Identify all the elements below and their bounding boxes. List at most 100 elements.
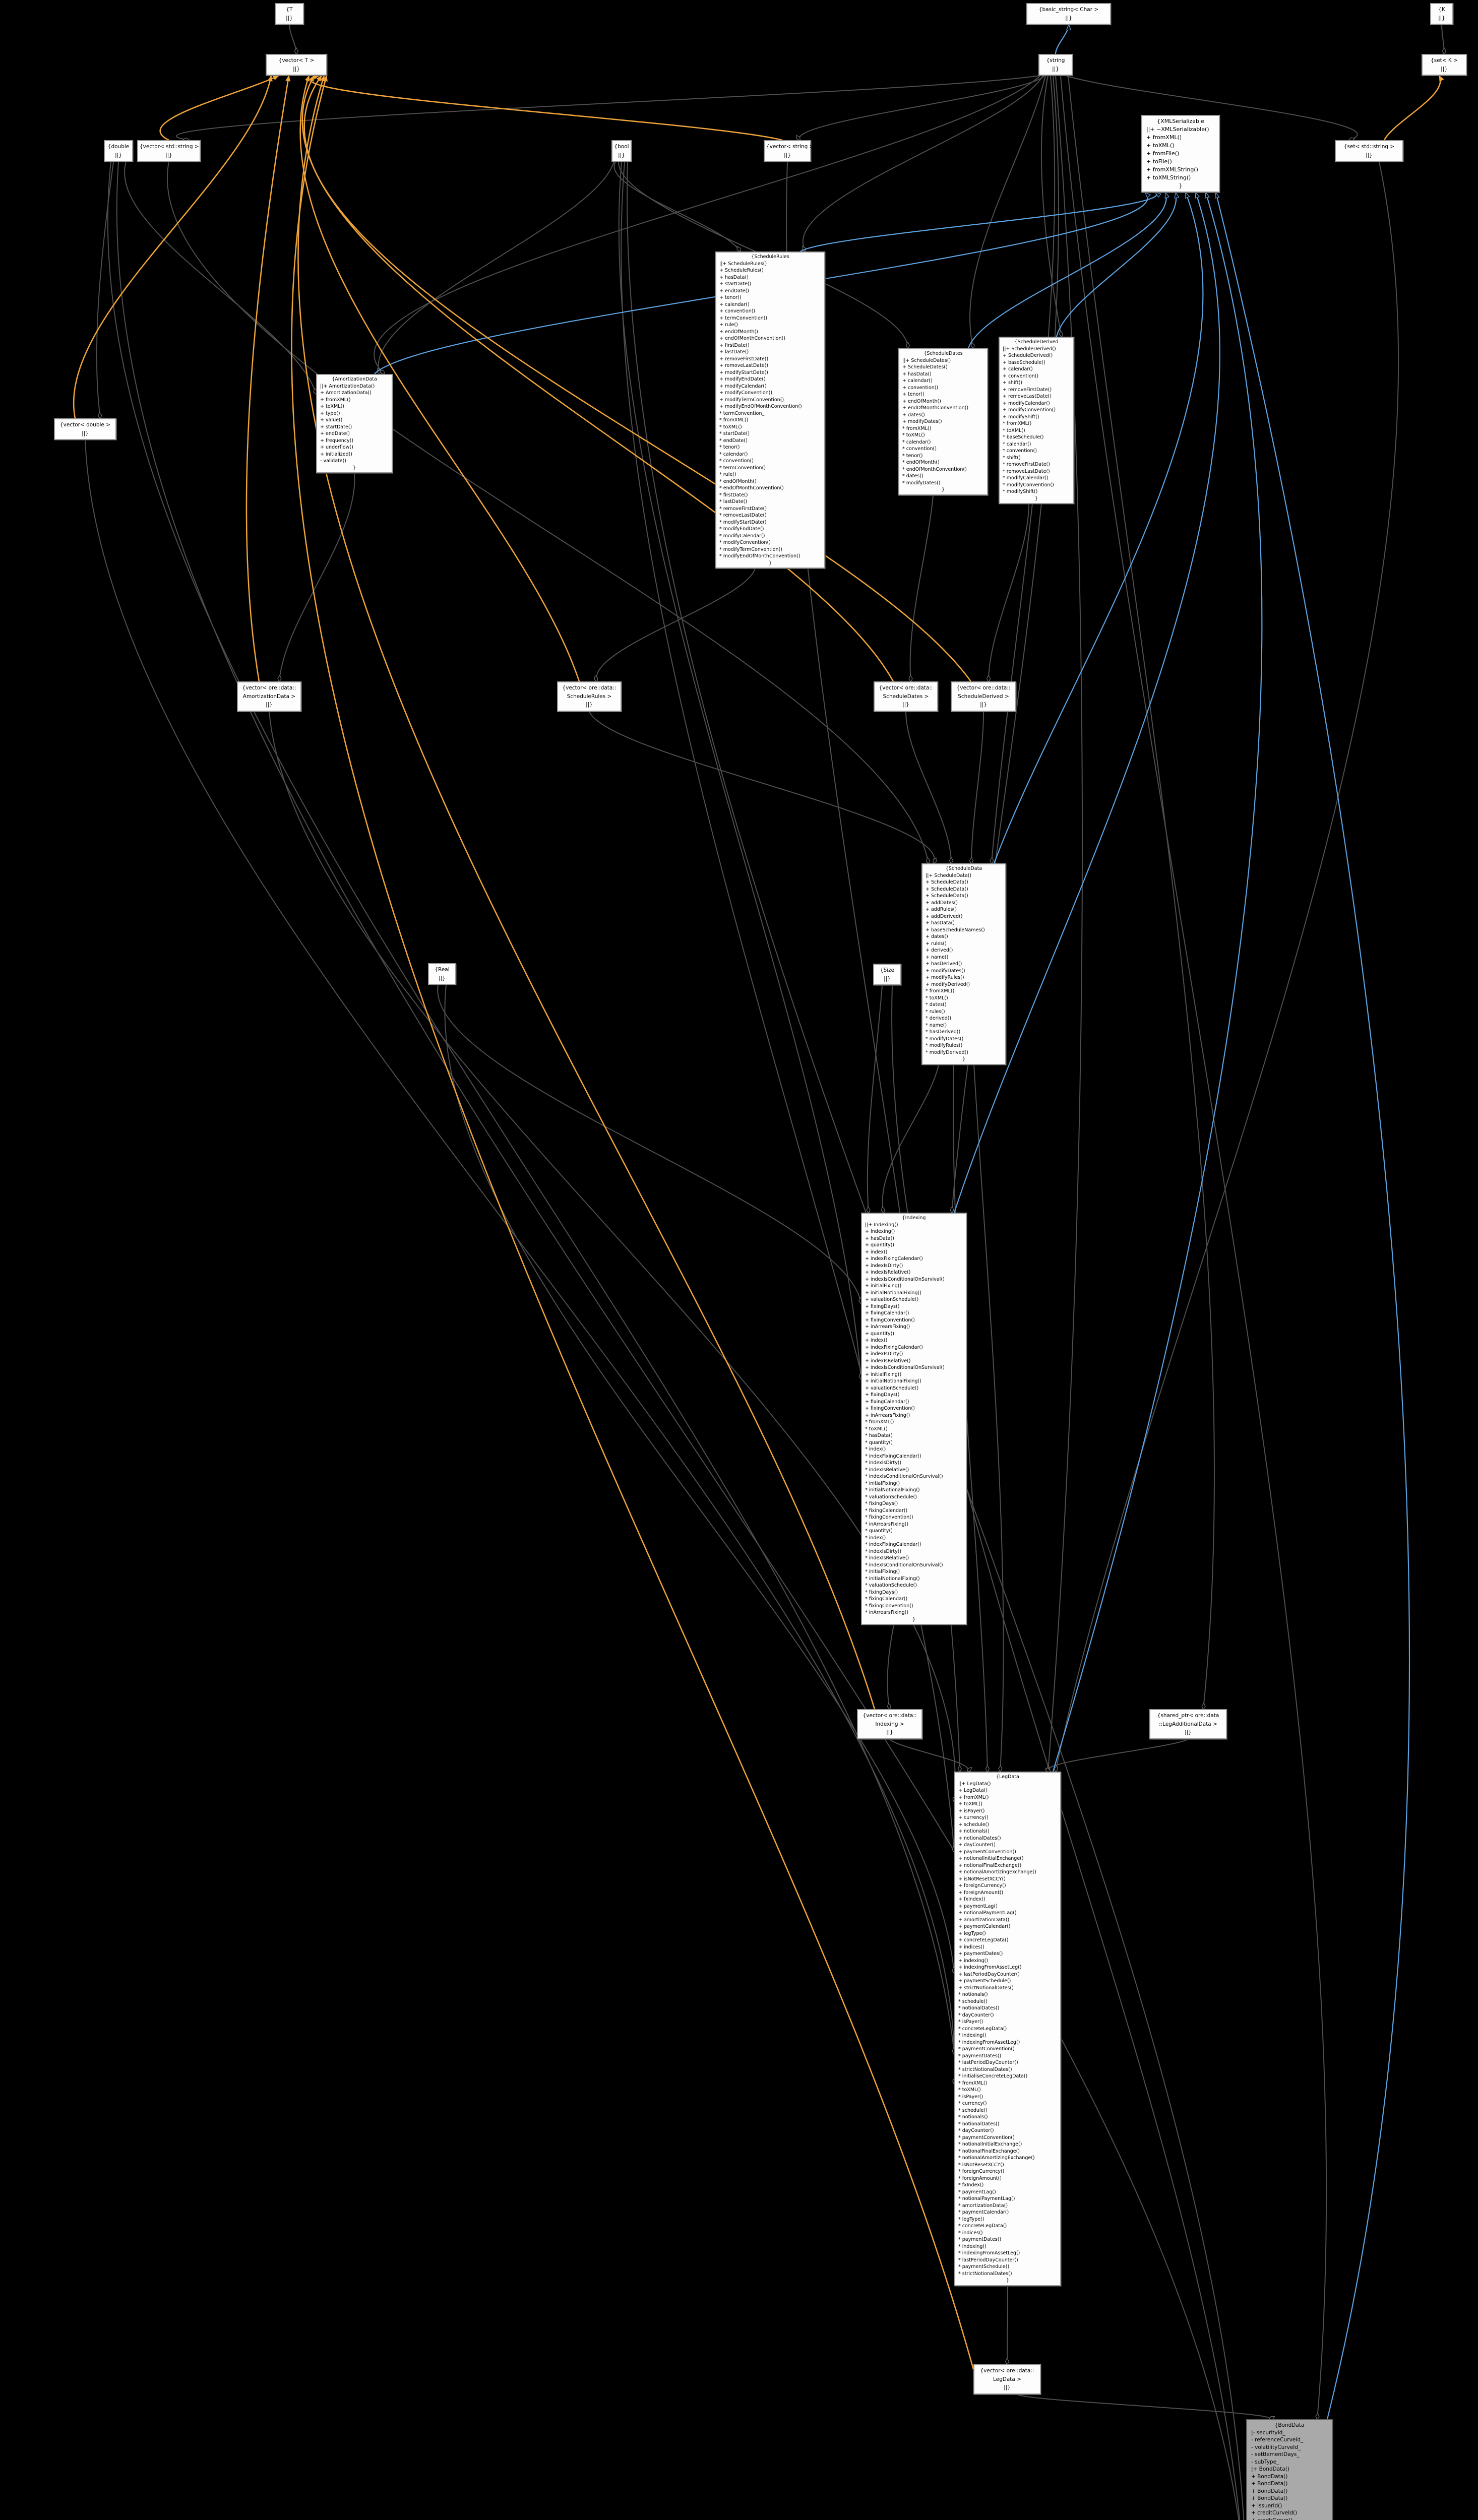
node-line: + ScheduleDerived() xyxy=(1003,353,1053,358)
edge-str-bstr xyxy=(1055,25,1069,54)
edge-bool-amort xyxy=(379,161,614,374)
node-line: AmortizationData > xyxy=(242,693,296,700)
node-line: ||} xyxy=(980,702,987,708)
node-line: + fixingDays() xyxy=(865,1303,900,1309)
node-line: + addDates() xyxy=(926,900,958,906)
edge-dbl-vdbl xyxy=(96,161,114,418)
node-line: * inArrearsFixing() xyxy=(865,1521,909,1527)
node-line: * modifyDerived() xyxy=(926,1049,968,1055)
node-line: * indexIsDirty() xyxy=(865,1548,902,1554)
node-line: * paymentConvention() xyxy=(958,2134,1015,2140)
node-line: * toXML() xyxy=(1003,427,1025,433)
node-line: * amortizationData() xyxy=(958,2202,1008,2209)
node-line: ||} xyxy=(1185,1729,1192,1735)
node-sdata[interactable]: {ScheduleData||+ ScheduleData()+ Schedul… xyxy=(921,863,1006,1065)
edge-amort-vamort xyxy=(279,473,355,681)
node-line: + foreignCurrency() xyxy=(958,1883,1006,1888)
node-line: * modifyEndDate() xyxy=(719,526,764,532)
node-line: * convention() xyxy=(1003,448,1037,454)
node-line: + dates() xyxy=(902,412,925,418)
node-line: * isPayer() xyxy=(958,2019,983,2025)
node-line: {Size xyxy=(880,967,895,973)
node-sdates[interactable]: {ScheduleDates||+ ScheduleDates()+ Sched… xyxy=(898,348,988,495)
node-line: * removeFirstDate() xyxy=(719,506,767,512)
node-xmls[interactable]: {XMLSerializable||+ ~XMLSerializable()+ … xyxy=(1141,115,1220,193)
node-amort[interactable]: {AmortizationData||+ AmortizationData()+… xyxy=(316,374,393,473)
node-line: + modifyCalendar() xyxy=(1003,400,1050,406)
node-vamort: {vector< ore::data::AmortizationData >||… xyxy=(237,681,301,712)
node-line: * tenor() xyxy=(902,453,923,459)
node-line: + calendar() xyxy=(719,301,750,307)
node-line: + initialNotionalFixing() xyxy=(865,1290,921,1296)
node-line: + toXMLString() xyxy=(1146,174,1191,181)
edge-str-leg xyxy=(1048,75,1083,1772)
node-line: {string xyxy=(1046,57,1065,64)
node-line: + BondData() xyxy=(1251,2495,1288,2501)
node-line: * termConvention() xyxy=(719,465,766,471)
node-line: + calendar() xyxy=(902,378,933,384)
node-line: * fromXML() xyxy=(958,2080,988,2086)
node-line: * endDate() xyxy=(719,437,748,444)
node-line: * foreignCurrency() xyxy=(958,2169,1005,2174)
edge-vdbl-leg xyxy=(85,439,955,2084)
node-line: {vector< ore::data:: xyxy=(980,2368,1034,2374)
node-line: ||} xyxy=(618,152,625,158)
node-line: + dayCounter() xyxy=(958,1842,996,1848)
node-line: * indexFixingCalendar() xyxy=(865,1453,921,1459)
node-line: + index() xyxy=(865,1338,888,1343)
node-line: |+ BondData() xyxy=(1251,2466,1289,2472)
node-line: + ScheduleData() xyxy=(926,886,968,892)
node-line: + inArrearsFixing() xyxy=(865,1412,910,1418)
node-line: {ScheduleRules xyxy=(751,254,789,260)
node-line: * notionalDates() xyxy=(958,2005,1000,2011)
node-line: + endDate() xyxy=(719,288,749,294)
edge-size-idx xyxy=(868,985,883,1213)
node-line: + modifyEndDate() xyxy=(719,376,766,382)
node-line: * notionalPaymentLag() xyxy=(958,2196,1015,2201)
node-line: ||} xyxy=(886,1729,893,1735)
node-line: } xyxy=(1006,2278,1010,2283)
node-line: * fixingConvention() xyxy=(865,1603,913,1609)
node-line: + removeFirstDate() xyxy=(1003,387,1052,393)
edge-bool-idx xyxy=(618,161,861,1379)
node-line: * inArrearsFixing() xyxy=(865,1610,909,1615)
node-line: + currency() xyxy=(958,1815,989,1820)
node-line: + modifyConvention() xyxy=(1003,407,1056,413)
node-line: * index() xyxy=(865,1446,886,1452)
node-line: * indexIsRelative() xyxy=(865,1467,909,1473)
node-line: {Indexing xyxy=(902,1215,926,1221)
node-line: + toXML() xyxy=(958,1801,982,1807)
node-line: * paymentDates() xyxy=(958,2053,1002,2059)
node-sderiv[interactable]: {ScheduleDerived||+ ScheduleDerived()+ S… xyxy=(999,337,1074,504)
node-line: + notionals() xyxy=(958,1829,990,1834)
node-line: + isNotResetXCCY() xyxy=(958,1876,1006,1882)
node-line: * rules() xyxy=(926,1009,945,1015)
node-vdbl: {vector< double >||} xyxy=(54,418,116,440)
node-line: ||+ ScheduleDerived() xyxy=(1003,346,1056,352)
node-line: {vector< ore::data:: xyxy=(956,685,1011,691)
node-line: {vector< T > xyxy=(278,57,315,64)
node-leg[interactable]: {LegData||+ LegData()+ LegData()+ fromXM… xyxy=(954,1772,1061,2286)
node-vrules: {vector< ore::data::ScheduleRules >||} xyxy=(557,681,622,712)
node-srules[interactable]: {ScheduleRules||+ ScheduleRules()+ Sched… xyxy=(715,251,825,569)
edge-bool-srules xyxy=(613,161,740,251)
node-line: ::LegAdditionalData > xyxy=(1159,1721,1217,1727)
node-line: + indexingFromAssetLeg() xyxy=(958,1965,1022,1970)
node-line: + dates() xyxy=(926,934,948,939)
edge-str-amort xyxy=(374,75,1041,374)
node-line: + convention() xyxy=(719,308,756,314)
node-line: Indexing > xyxy=(875,1721,904,1727)
node-line: * notionalFinalExchange() xyxy=(958,2148,1020,2154)
node-line: + modifyConvention() xyxy=(719,390,773,396)
node-idx[interactable]: {Indexing||+ Indexing()+ Indexing()+ has… xyxy=(861,1213,967,1625)
node-line: + fromXML() xyxy=(320,397,351,403)
node-line: {ScheduleData xyxy=(945,866,982,871)
node-line: ||} xyxy=(784,152,791,158)
node-line: ||} xyxy=(902,702,909,708)
node-line: * indexFixingCalendar() xyxy=(865,1542,921,1547)
node-setK: {set< K >||} xyxy=(1422,54,1467,76)
node-line: + toXML() xyxy=(1146,142,1175,149)
node-real: {Real||} xyxy=(428,963,456,985)
node-line: * concreteLegData() xyxy=(958,2026,1007,2032)
